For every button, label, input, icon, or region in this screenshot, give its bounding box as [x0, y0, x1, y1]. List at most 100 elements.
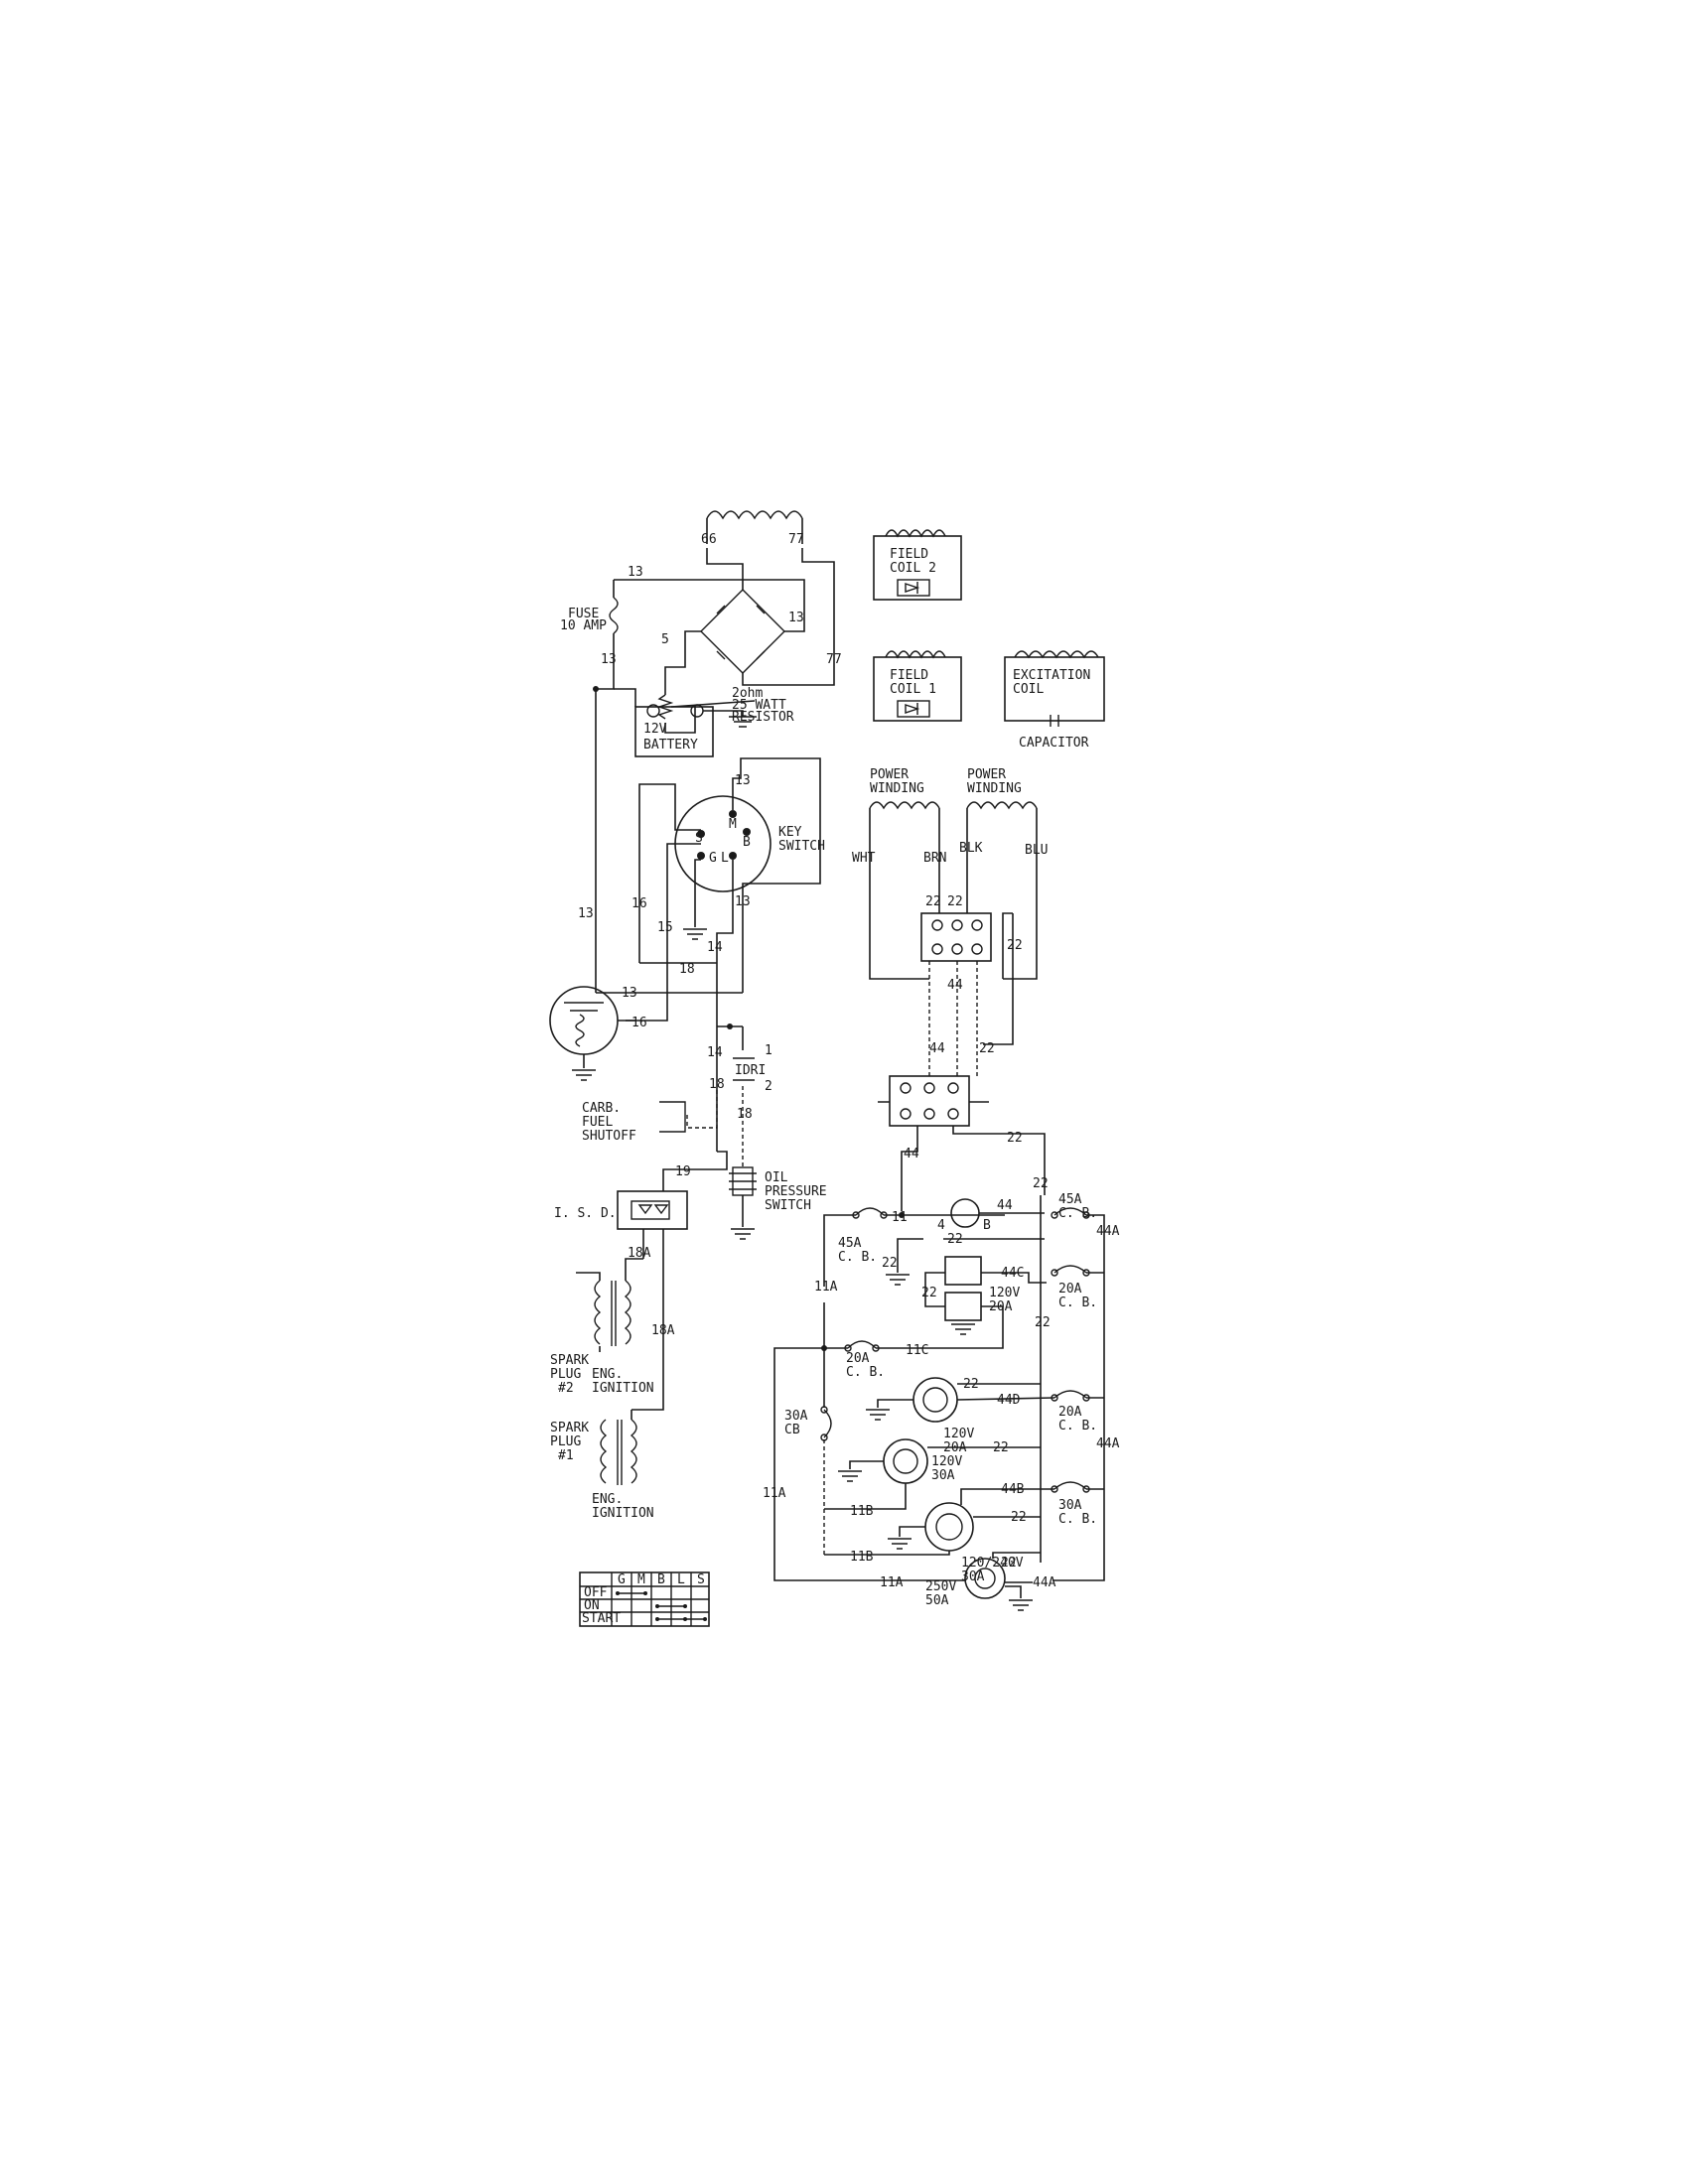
cb-45a-right-label: C. B.	[1058, 1206, 1097, 1221]
wire-label-22-tb4: 22	[979, 1041, 995, 1056]
wire-label-44a-r2: 44A	[1096, 1436, 1120, 1451]
lower-terminal-block	[889, 1075, 970, 1127]
idri-pin-2: 2	[765, 1079, 772, 1094]
capacitor-label: CAPACITOR	[1019, 736, 1089, 751]
ground-icon	[951, 1323, 975, 1335]
wire-label-13-starter: 13	[622, 986, 637, 1001]
spark-plug-2-number: #2	[558, 1381, 574, 1396]
excitation-coil	[1004, 656, 1105, 722]
diode-icon	[897, 700, 930, 718]
eng-ignition-label-b2: IGNITION	[592, 1506, 654, 1521]
wire-label-44-tb: 44	[947, 978, 963, 993]
excitation-coil-label: EXCITATION	[1013, 668, 1090, 683]
wire-label-22-bus: 22	[1035, 1315, 1051, 1330]
carb-solenoid	[659, 1101, 686, 1133]
outlet-250v-voltage: 250V	[925, 1579, 956, 1594]
lead-blu: BLU	[1025, 843, 1048, 858]
lead-wht: WHT	[852, 851, 876, 866]
wire-label-11c: 11C	[906, 1343, 928, 1358]
ignition-coil-1	[617, 1419, 637, 1485]
diode-icon	[897, 579, 930, 597]
eng-ignition-label-b: ENG.	[592, 1492, 623, 1507]
ground-icon	[731, 1228, 755, 1240]
oil-label-3: SWITCH	[765, 1198, 811, 1213]
field-coil-1-label: FIELD	[890, 668, 928, 683]
idri-diode	[733, 1057, 755, 1081]
field-coil-section: FIELD COIL 2 FIELD COIL 1 EXCITATION COI…	[873, 529, 1105, 751]
switch-table-header-s: S	[697, 1572, 705, 1587]
spark-plug-2-label: SPARK	[550, 1353, 589, 1368]
isd-module	[617, 1190, 688, 1230]
wire-label-22-tl240: 22	[1011, 1510, 1027, 1525]
wire-label-22-cb: 22	[1007, 1131, 1023, 1146]
power-winding-1-label: POWER	[870, 767, 909, 782]
spark-plug-1-label: SPARK	[550, 1421, 589, 1435]
starter-coil-icon	[575, 1014, 585, 1047]
upper-terminal-block	[920, 912, 992, 962]
oil-label: OIL	[765, 1170, 788, 1185]
lead-brn: BRN	[923, 851, 946, 866]
cb-20a-r1-label: C. B.	[1058, 1296, 1097, 1310]
wire-label-5: 5	[661, 632, 669, 647]
wire-label-44-gfci: 44	[997, 1198, 1013, 1213]
wire-label-22-tb2: 22	[947, 894, 963, 909]
outlet-120v-20a-tl-voltage: 120V	[943, 1427, 974, 1441]
cb-20a-left-label: C. B.	[846, 1365, 885, 1380]
key-terminal-g: G	[709, 851, 717, 866]
wire-label-22-tb1: 22	[925, 894, 941, 909]
key-terminal-m: M	[729, 817, 737, 832]
cb-20a-left-rating: 20A	[846, 1351, 870, 1366]
battery	[634, 706, 714, 757]
wire-label-44-tb5: 44	[929, 1041, 945, 1056]
switch-table-header-g: G	[618, 1572, 626, 1587]
carb-label-3: SHUTOFF	[582, 1129, 636, 1144]
fuse-rating: 10 AMP	[560, 618, 607, 633]
ground-icon	[729, 716, 757, 728]
wire-label-66: 66	[701, 532, 717, 547]
cb-30a-right-label: C. B.	[1058, 1512, 1097, 1527]
wire-label-44c: 44C	[1001, 1266, 1024, 1281]
cb-20a-r2-label: C. B.	[1058, 1419, 1097, 1433]
wire-label-19: 19	[675, 1164, 691, 1179]
eng-ignition-label-2: IGNITION	[592, 1381, 654, 1396]
field-coil-1	[873, 656, 962, 722]
wire-label-44-main: 44	[904, 1147, 919, 1161]
wire-label-22-gfci: 22	[947, 1232, 963, 1247]
power-winding-2-label-2: WINDING	[967, 781, 1022, 796]
power-winding-1-label-2: WINDING	[870, 781, 924, 796]
power-winding-section: POWER WINDING POWER WINDING WHT BRN BLK …	[852, 767, 1048, 1211]
engine-sensors-section: 14 IDRI 1 2 18 18 CARB. FUEL SHUTOFF OIL…	[582, 1024, 827, 1240]
ground-icon	[838, 1470, 862, 1482]
wire-label-13-bridge: 13	[788, 611, 804, 625]
battery-label: BATTERY	[643, 738, 698, 752]
wire-label-44b: 44B	[1001, 1482, 1025, 1497]
twistlock-120-240v-30a	[924, 1502, 974, 1552]
starter-solenoid	[549, 986, 619, 1055]
wire-label-77b: 77	[826, 652, 842, 667]
power-winding-2-coil	[966, 801, 1038, 810]
wire-label-22-tl30: 22	[993, 1440, 1009, 1455]
ground-icon	[866, 1409, 890, 1421]
outlet-120v-20a-voltage: 120V	[989, 1286, 1020, 1300]
spark-plug-1-label-2: PLUG	[550, 1434, 581, 1449]
resistor-label-ohm: 2ohm	[732, 686, 763, 701]
wire-label-44d: 44D	[997, 1393, 1021, 1408]
gfci-label-b: B	[983, 1218, 991, 1233]
switch-table-header-b: B	[657, 1572, 665, 1587]
cb-30a-left-rating: 30A	[784, 1409, 808, 1424]
capacitor-icon	[1050, 715, 1059, 727]
wire-label-13-top: 13	[628, 565, 643, 580]
breaker-20a-r1	[1053, 1265, 1087, 1274]
outlet-120v-30a-amps: 30A	[931, 1468, 955, 1483]
ignition-coil-2	[611, 1280, 632, 1346]
wire-label-16: 16	[632, 896, 647, 911]
field-coil-1-label-2: COIL 1	[890, 682, 936, 697]
twistlock-120v-20a	[912, 1377, 958, 1423]
switch-table-header-m: M	[637, 1572, 645, 1587]
key-switch-label: KEY	[778, 825, 802, 840]
wire-label-11a-l3: 11A	[763, 1486, 786, 1501]
outlet-250v-50a	[964, 1558, 1006, 1599]
wire-label-22-r: 22	[1033, 1176, 1049, 1191]
field-coil-2-label: FIELD	[890, 547, 928, 562]
